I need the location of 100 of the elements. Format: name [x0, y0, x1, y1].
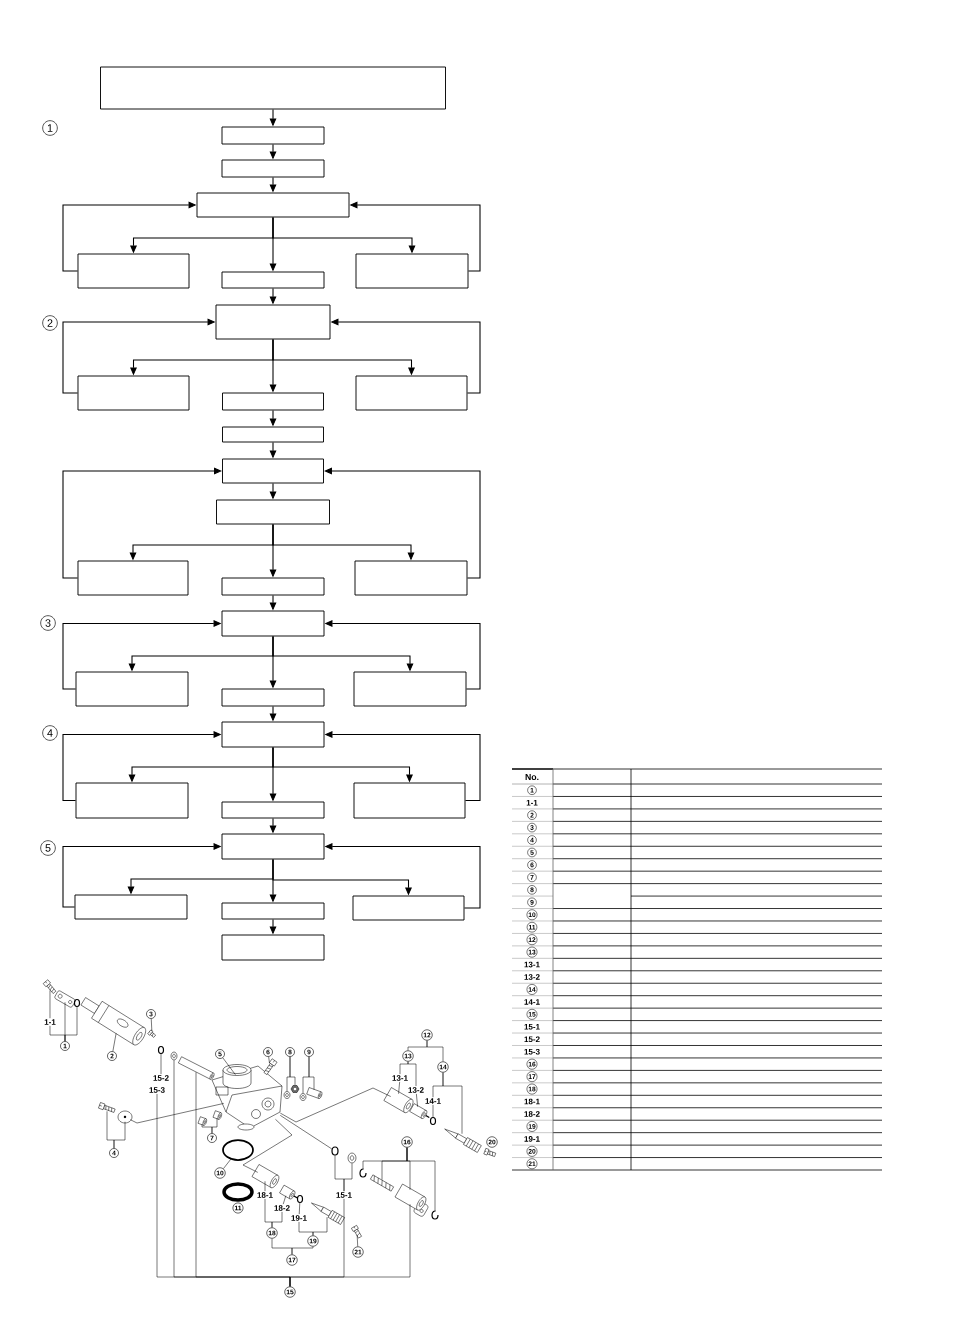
clip — [431, 1210, 439, 1220]
row-number: 18-1 — [524, 1098, 540, 1105]
leader-line — [298, 1221, 314, 1236]
column-header: No. — [525, 774, 539, 781]
o-ring — [296, 1194, 304, 1204]
arrow — [324, 467, 481, 579]
row-number: 15-3 — [524, 1048, 540, 1055]
leader-line — [416, 1093, 418, 1107]
process-box — [215, 304, 331, 340]
row-number: 1-1 — [526, 799, 538, 806]
row-number: 15-1 — [524, 1024, 540, 1030]
process-box — [221, 126, 325, 145]
leader-line — [223, 1158, 232, 1169]
callout-number: 13-2 — [407, 1086, 425, 1094]
insert — [279, 1184, 299, 1200]
row-number: 13-2 — [524, 974, 540, 980]
process-box — [221, 902, 325, 920]
leader-line — [312, 1217, 328, 1236]
leader-line — [268, 1056, 270, 1064]
o-ring — [157, 1045, 165, 1055]
process-box — [221, 934, 325, 961]
leader-line — [64, 1006, 78, 1042]
clip — [359, 1168, 367, 1178]
process-box — [222, 426, 324, 443]
assembly-line — [130, 1103, 224, 1124]
tube — [178, 1056, 215, 1080]
row-number: 18-2 — [524, 1111, 540, 1117]
o-ring — [429, 1116, 437, 1126]
leader-line — [356, 1235, 358, 1247]
screw — [98, 1102, 116, 1113]
process-box — [221, 271, 325, 289]
process-box — [77, 560, 189, 596]
leader-line — [289, 1056, 296, 1086]
step-number: 1 — [42, 120, 58, 136]
assembly-line — [280, 1087, 391, 1123]
process-box — [353, 671, 467, 707]
plug — [197, 1116, 207, 1126]
process-box — [221, 610, 325, 637]
process-box — [221, 801, 325, 819]
leader-line — [308, 1056, 315, 1090]
nut — [290, 1085, 300, 1093]
process-box — [354, 560, 468, 596]
callout-number: 15-3 — [148, 1086, 166, 1094]
callout-number: 18-1 — [256, 1191, 274, 1199]
process-box — [355, 375, 468, 411]
assembly-line — [242, 1119, 293, 1173]
callout-number: 13-1 — [391, 1074, 409, 1082]
callout-number: 19-1 — [290, 1214, 308, 1222]
leader-line — [406, 1147, 436, 1211]
screw — [351, 1225, 362, 1239]
row-number: 19-1 — [524, 1136, 540, 1142]
lever — [54, 990, 76, 1008]
leader-line — [407, 1061, 417, 1087]
leader-line — [432, 1104, 434, 1118]
o-ring — [331, 1146, 339, 1156]
process-box — [196, 192, 350, 218]
washer — [283, 1091, 291, 1099]
process-box — [222, 458, 324, 484]
step-number: 3 — [40, 615, 56, 631]
callout-number: 15-2 — [152, 1074, 170, 1082]
screw — [263, 1058, 278, 1075]
set-screw — [147, 1029, 156, 1038]
leader-line — [442, 1072, 463, 1134]
step-number: 5 — [40, 840, 56, 856]
process-box — [221, 159, 325, 178]
process-box — [77, 253, 190, 289]
callout-number: 15-1 — [335, 1191, 353, 1199]
leader-line — [112, 1033, 117, 1052]
washer — [170, 1051, 178, 1061]
header-box — [100, 66, 446, 110]
row-number: 13-1 — [524, 961, 540, 968]
housing — [394, 1183, 429, 1217]
leader-line — [343, 1163, 353, 1192]
leader-line — [113, 1121, 126, 1149]
o-ring — [73, 998, 81, 1008]
leader-line — [398, 1081, 400, 1094]
washer — [347, 1152, 357, 1164]
process-box — [74, 894, 188, 920]
process-box — [75, 671, 189, 707]
process-box — [216, 499, 330, 525]
process-box — [221, 833, 325, 860]
leader-line — [211, 1118, 218, 1134]
process-box — [221, 721, 325, 748]
process-box — [353, 782, 466, 819]
step-number: 2 — [42, 315, 58, 331]
leader-line — [49, 990, 51, 1019]
o-ring — [222, 1139, 254, 1161]
needle — [311, 1202, 345, 1225]
process-box — [222, 392, 324, 411]
leader-line — [282, 1195, 287, 1205]
cylinder — [80, 997, 146, 1046]
process-box — [75, 782, 189, 819]
leader-line — [291, 1246, 314, 1255]
step-number: 4 — [42, 725, 58, 741]
callout-number: 14-1 — [424, 1097, 442, 1105]
carburetor-body — [211, 1064, 283, 1131]
leader-line — [289, 1204, 411, 1287]
process-box — [77, 375, 190, 411]
screw — [42, 979, 57, 994]
spring — [370, 1174, 394, 1192]
